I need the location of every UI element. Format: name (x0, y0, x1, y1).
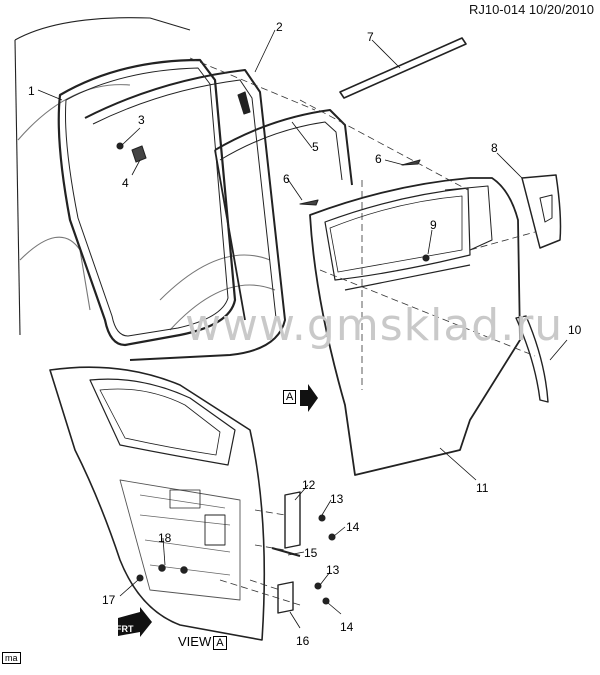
callout-11: 11 (476, 481, 489, 495)
view-a-tag: A (283, 390, 297, 404)
callout-5: 5 (312, 140, 319, 154)
callout-15: 15 (304, 546, 318, 560)
callout-6b: 6 (283, 172, 290, 186)
strap-15 (271, 547, 301, 557)
body-roof-line (14, 17, 191, 41)
door-panel-11 (309, 177, 521, 476)
callout-9: 9 (430, 218, 437, 232)
front-arrow (118, 607, 152, 637)
channel-2 (84, 69, 286, 361)
callout-7: 7 (367, 30, 374, 44)
molding-10 (515, 315, 549, 403)
callout-16: 16 (296, 634, 310, 648)
body-pillar (14, 39, 21, 336)
callout-2: 2 (276, 20, 283, 34)
front-arrow-label: FRT (116, 624, 134, 634)
watermark: www.gmsklad.ru (185, 300, 564, 351)
diagram-ref: RJ10-014 10/20/2010 (468, 2, 594, 17)
callout-3: 3 (138, 113, 145, 127)
corner-tag: ma (2, 652, 21, 664)
callout-1: 1 (28, 84, 35, 98)
callout-13b: 13 (326, 563, 340, 577)
inner-door-frame (49, 366, 266, 641)
callout-13a: 13 (330, 492, 344, 506)
hinge-16 (277, 581, 294, 614)
callout-17: 17 (102, 593, 116, 607)
callout-10: 10 (568, 323, 582, 337)
callout-6a: 6 (375, 152, 382, 166)
callout-18: 18 (158, 531, 172, 545)
callout-8: 8 (491, 141, 498, 155)
callout-12: 12 (302, 478, 316, 492)
callout-14a: 14 (346, 520, 360, 534)
view-arrow (300, 384, 318, 412)
cover-8 (521, 174, 562, 249)
callout-4: 4 (122, 176, 129, 190)
hinge-12 (284, 491, 301, 549)
strip-7 (339, 37, 467, 99)
view-caption-text: VIEW (178, 634, 212, 649)
view-caption-letter: A (213, 636, 227, 650)
callout-14b: 14 (340, 620, 354, 634)
seal-1 (57, 58, 237, 347)
window-run-5 (214, 109, 353, 186)
